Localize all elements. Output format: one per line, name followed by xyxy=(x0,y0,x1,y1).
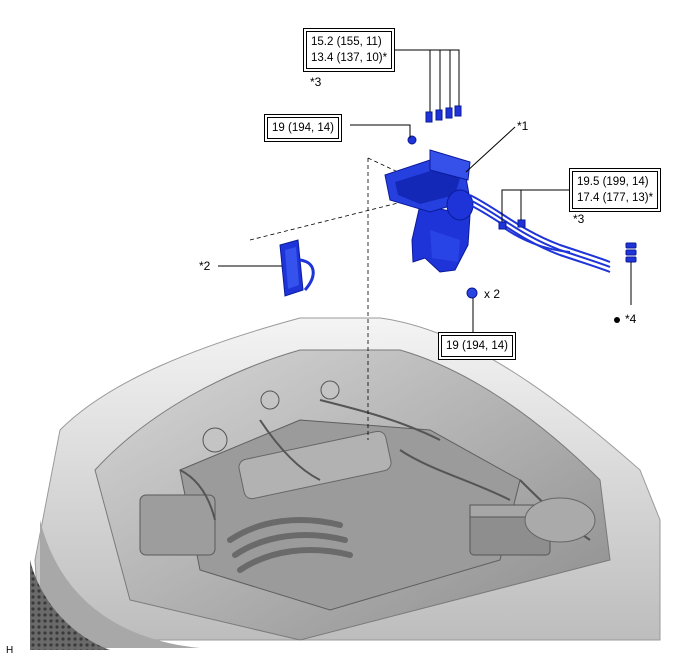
torque-tubes-line1: 19.5 (199, 14) xyxy=(577,176,649,188)
connector-part xyxy=(279,239,315,297)
torque-tubes-line2: 17.4 (177, 13)* xyxy=(577,192,654,204)
callout-3-right: *3 xyxy=(573,212,585,226)
callout-4-row: *4 xyxy=(614,312,636,326)
figure-code: H xyxy=(6,645,14,656)
torque-pipes-line2: 13.4 (137, 10)* xyxy=(311,52,388,64)
torque-lower-bolt-value: 19 (194, 14) xyxy=(446,340,509,352)
leader-lines xyxy=(218,49,632,332)
torque-spec-tubes: 19.5 (199, 14) 17.4 (177, 13)* xyxy=(569,168,662,212)
quantity-label: x 2 xyxy=(484,287,501,301)
torque-pipes-line1: 15.2 (155, 11) xyxy=(311,36,382,48)
torque-spec-upper-bolt: 19 (194, 14) xyxy=(264,114,343,142)
callout-4: *4 xyxy=(625,312,637,326)
bullet-dot-icon xyxy=(614,316,620,323)
vehicle-front-illustration xyxy=(30,317,661,650)
brake-actuator-assembly xyxy=(384,105,478,299)
clip-part xyxy=(625,242,637,263)
torque-upper-bolt-value: 19 (194, 14) xyxy=(272,122,335,134)
callout-2: *2 xyxy=(199,259,211,273)
callout-3-top: *3 xyxy=(310,75,322,89)
torque-spec-pipes: 15.2 (155, 11) 13.4 (137, 10)* xyxy=(303,28,396,72)
torque-spec-lower-bolt: 19 (194, 14) xyxy=(438,332,517,360)
callout-1: *1 xyxy=(517,119,529,133)
